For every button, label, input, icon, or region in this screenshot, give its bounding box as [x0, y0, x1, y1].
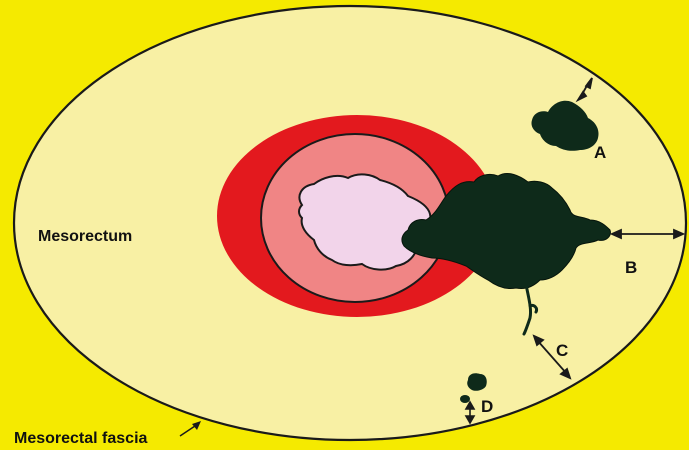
mesorectum-label: Mesorectum: [38, 228, 132, 245]
label-b: B: [625, 258, 637, 277]
nodule-d-large: [467, 373, 487, 391]
label-c: C: [556, 341, 568, 360]
label-a: A: [594, 143, 606, 162]
mesorectal-fascia-label: Mesorectal fascia: [14, 430, 148, 447]
label-d: D: [481, 397, 493, 416]
nodule-d-small: [460, 395, 470, 403]
